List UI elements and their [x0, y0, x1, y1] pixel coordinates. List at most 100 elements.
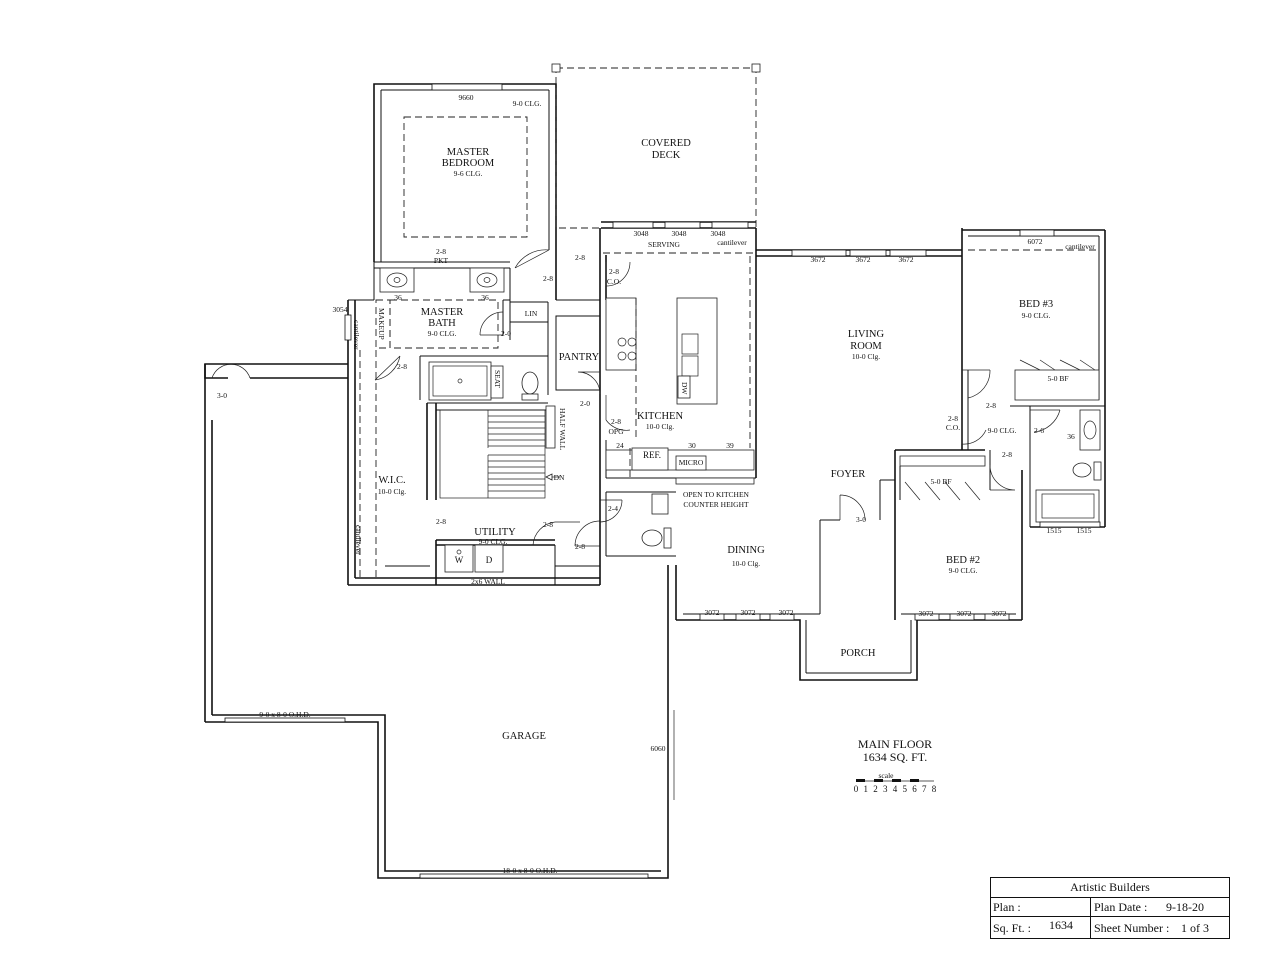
wic-ceiling: 10-0 Clg. — [378, 487, 406, 496]
bed3-ceiling: 9-0 CLG. — [1022, 311, 1051, 320]
sheet-number-value: 1 of 3 — [1181, 921, 1209, 935]
door-2-8-garage: 2-8 — [575, 542, 585, 551]
dining-window-1: 3072 — [705, 608, 720, 617]
living-window-1: 3672 — [811, 255, 826, 264]
door-2-8-bed3: 2-8 — [986, 401, 996, 410]
linen-label: LIN — [525, 309, 538, 318]
utility-ceiling: 9-0 CLG. — [479, 537, 508, 546]
dining-window-2: 3072 — [741, 608, 756, 617]
window-3054: 3054 — [333, 305, 348, 314]
plan-date-cell: Plan Date : 9-18-20 — [1091, 897, 1229, 917]
cantilever-bed3: cantilever — [1065, 242, 1095, 251]
bed2-ceiling: 9-0 CLG. — [949, 566, 978, 575]
scale-tick-2: 2 — [873, 784, 878, 794]
main-floor-title: MAIN FLOOR — [857, 737, 933, 751]
scale-tick-8: 8 — [932, 784, 937, 794]
door-2-8-opg: 2-8 — [611, 417, 621, 426]
serving-label: SERVING — [648, 240, 680, 249]
stair-down-label: DN — [554, 473, 565, 482]
counter-30: 30 — [688, 441, 696, 450]
bed3-closet: 5-0 BF — [1047, 374, 1068, 383]
sqft-value: 1634 — [1049, 918, 1073, 932]
door-2-8-co-hall: 2-8 — [948, 414, 958, 423]
scale-tick-7: 7 — [922, 784, 927, 794]
covered-deck-label-2: DECK — [652, 150, 681, 161]
scale-tick-3: 3 — [883, 784, 888, 794]
sink-width-2: 36 — [481, 293, 489, 302]
deck-window-3: 3048 — [711, 229, 726, 238]
dining-label: DINING — [727, 545, 765, 556]
door-3-0-garage: 3-0 — [217, 391, 227, 400]
room-labels: MASTER BEDROOM 9-6 CLG. 9660 9-0 CLG. CO… — [217, 93, 1095, 875]
covered-deck-label-1: COVERED — [641, 138, 691, 149]
sheet-number-cell: Sheet Number : 1 of 3 — [1091, 917, 1229, 938]
sqft-label: Sq. Ft. : — [993, 921, 1032, 935]
door-2-4-powder: 2-4 — [608, 504, 618, 513]
title-block: Artistic Builders Plan : Plan Date : 9-1… — [990, 877, 1230, 939]
master-bath-ceiling: 9-0 CLG. — [428, 329, 457, 338]
garage-window-6060: 6060 — [651, 744, 666, 753]
washer-label: W — [455, 555, 464, 565]
cantilever-deck: cantilever — [717, 238, 747, 247]
master-bath-label-1: MASTER — [421, 307, 464, 318]
main-floor-area: 1634 SQ. FT. — [862, 750, 928, 764]
vanity-36: 36 — [1067, 432, 1075, 441]
bed2-window-1: 3072 — [919, 609, 934, 618]
deck-window-2: 3048 — [672, 229, 687, 238]
company-name: Artistic Builders — [991, 878, 1229, 898]
sheet-number-label: Sheet Number : — [1094, 921, 1170, 935]
sink-width-1: 36 — [394, 293, 402, 302]
master-bedroom-label-2: BEDROOM — [442, 158, 495, 169]
master-bedroom-label-1: MASTER — [447, 147, 490, 158]
garage-label: GARAGE — [502, 731, 546, 742]
living-room-label-2: ROOM — [850, 341, 882, 352]
plan-date-label: Plan Date : — [1094, 900, 1148, 914]
plan-date-value: 9-18-20 — [1166, 900, 1204, 914]
seat-label: SEAT — [493, 370, 502, 388]
wall-2x6-label: 2x6 WALL — [471, 577, 505, 586]
porch-label: PORCH — [840, 648, 875, 659]
door-2-8-wic: 2-8 — [397, 362, 407, 371]
opg-label: OPG — [608, 427, 624, 436]
cantilever-master: cantilever — [352, 320, 361, 350]
stair-utility-walls — [348, 402, 601, 586]
dishwasher-label: DW — [680, 382, 689, 395]
sqft-cell: Sq. Ft. : 1634 — [991, 917, 1091, 938]
kitchen-walls — [555, 228, 757, 585]
dining-ceiling: 10-0 Clg. — [732, 559, 760, 568]
door-2-8-co: 2-8 — [609, 267, 619, 276]
pantry-label: PANTRY — [559, 352, 600, 363]
living-walls — [676, 228, 1022, 681]
bed2-label: BED #2 — [946, 555, 980, 566]
door-2-0-pantry: 2-0 — [580, 399, 590, 408]
bed2-closet: 5-0 BF — [930, 477, 951, 486]
door-co-label: C.O. — [607, 277, 621, 286]
bath-window-1: 1515 — [1047, 526, 1062, 535]
door-3-0-front: 3-0 — [856, 515, 866, 524]
stair-treads — [488, 415, 545, 492]
scale-label: scale — [879, 771, 895, 780]
bed2-walls — [894, 449, 1016, 621]
deck-window-1: 3048 — [634, 229, 649, 238]
pocket-door-pkt: PKT — [434, 256, 449, 265]
scale-tick-5: 5 — [903, 784, 908, 794]
garage-door-small: 9-0 x 8-0 O.H.D. — [259, 710, 310, 719]
door-2-6-bath: 2-6 — [1034, 426, 1044, 435]
main-floor-caption: MAIN FLOOR 1634 SQ. FT. — [840, 738, 950, 764]
master-ceiling-note: 9-0 CLG. — [513, 99, 542, 108]
master-window-size: 9660 — [459, 93, 474, 102]
half-wall-label: HALF WALL — [558, 408, 567, 451]
living-room-label-1: LIVING — [848, 329, 885, 340]
counter-height-note: COUNTER HEIGHT — [683, 500, 749, 509]
counter-39: 39 — [726, 441, 734, 450]
refrigerator-label: REF. — [643, 450, 661, 460]
kitchen-ceiling: 10-0 Clg. — [646, 422, 674, 431]
scale-tick-4: 4 — [893, 784, 898, 794]
living-window-3: 3672 — [899, 255, 914, 264]
hall-co-label: C.O. — [946, 423, 960, 432]
bed3-window: 6072 — [1028, 237, 1043, 246]
cantilever-wic: cantilever — [354, 525, 363, 555]
door-2-8-bed2: 2-8 — [1002, 450, 1012, 459]
